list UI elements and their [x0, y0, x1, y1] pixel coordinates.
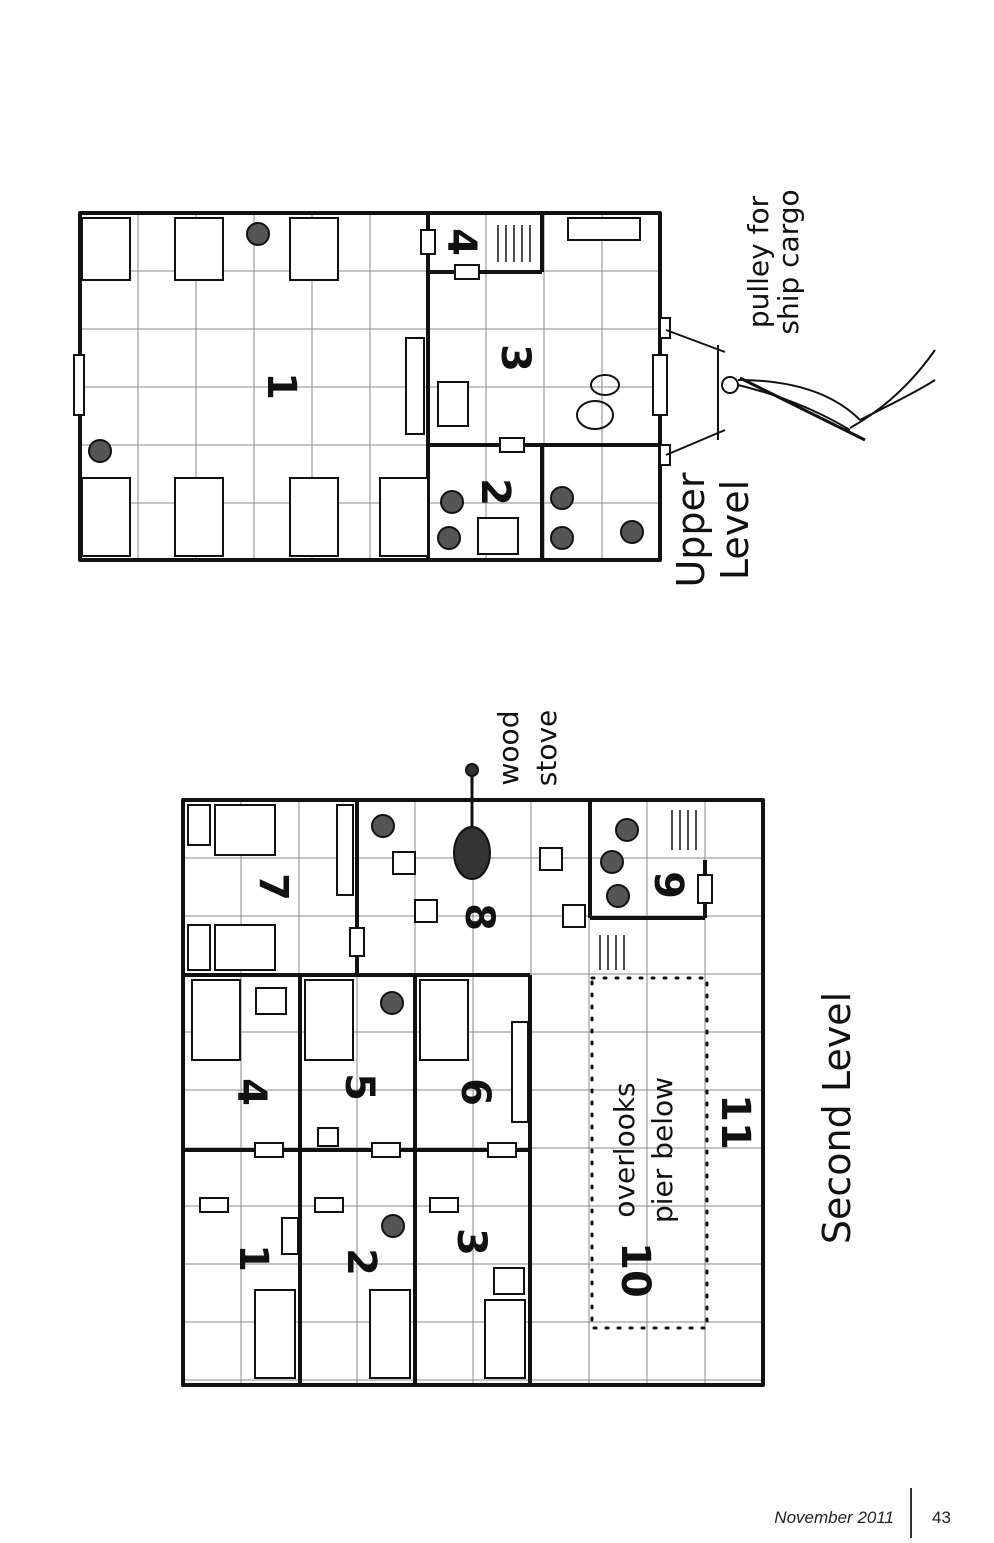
bed-icon	[379, 477, 429, 557]
table-icon	[317, 1127, 339, 1147]
bed-icon	[187, 804, 211, 846]
second-room-number: 2	[338, 1248, 384, 1276]
door-icon	[420, 229, 436, 255]
upper-room-number: 3	[492, 344, 538, 372]
door-icon	[487, 1142, 517, 1158]
bed-icon	[81, 477, 131, 557]
bed-icon	[254, 1289, 296, 1379]
barrel-icon	[380, 991, 404, 1015]
bed-icon	[289, 477, 339, 557]
crate-icon	[493, 1267, 525, 1295]
page-number: 43	[932, 1508, 951, 1527]
door-icon	[314, 1197, 344, 1213]
bed-icon	[174, 217, 224, 281]
bed-icon	[174, 477, 224, 557]
barrel-icon	[437, 526, 461, 550]
door-icon	[499, 437, 525, 453]
bed-icon	[214, 924, 276, 971]
table-icon	[511, 1021, 529, 1123]
door-icon	[429, 1197, 459, 1213]
door-icon	[73, 354, 85, 416]
barrel-icon	[550, 526, 574, 550]
chair-icon	[562, 904, 586, 928]
door-icon	[697, 874, 713, 904]
table-icon	[567, 217, 641, 241]
second-room-number: 6	[452, 1078, 498, 1106]
upper-level-title: Level	[713, 480, 757, 580]
door-icon	[454, 264, 480, 280]
rope-icon	[590, 374, 620, 396]
upper-room-number: 2	[472, 478, 518, 506]
bed-icon	[419, 979, 469, 1061]
crate-icon	[437, 381, 469, 427]
second-room-number: 9	[645, 871, 691, 899]
barrel-icon	[620, 520, 644, 544]
door-icon	[254, 1142, 284, 1158]
door-icon	[371, 1142, 401, 1158]
second-room-number: 5	[336, 1073, 382, 1101]
barrel-icon	[440, 490, 464, 514]
upper-room-number: 1	[258, 372, 304, 400]
second-room-number: 11	[712, 1094, 758, 1150]
chair-icon	[392, 851, 416, 875]
table-icon	[281, 1217, 299, 1255]
second-room-number: 3	[448, 1228, 494, 1256]
bed-icon	[484, 1299, 526, 1379]
barrel-icon	[381, 1214, 405, 1238]
barrel-icon	[606, 884, 630, 908]
rope-icon	[576, 400, 614, 430]
barrel-icon	[615, 818, 639, 842]
chair-icon	[539, 847, 563, 871]
second-room-number: 1	[230, 1244, 276, 1272]
stove-annotation: wood	[492, 711, 525, 786]
pulley-annotation: ship cargo	[772, 189, 805, 334]
second-room-number: 4	[228, 1078, 274, 1106]
overlook-annotation: overlooks	[608, 1082, 641, 1217]
bed-icon	[214, 804, 276, 856]
barrel-icon	[88, 439, 112, 463]
barrel-icon	[550, 486, 574, 510]
upper-level-map: 1 2 3 4	[73, 211, 936, 562]
bed-icon	[289, 217, 339, 281]
footer-divider	[910, 1488, 912, 1538]
barrel-icon	[600, 850, 624, 874]
footer-date: November 2011	[774, 1508, 894, 1527]
second-room-number: 8	[456, 903, 502, 931]
bed-icon	[304, 979, 354, 1061]
second-room-number: 10	[612, 1242, 658, 1298]
table-icon	[336, 804, 354, 896]
door-icon	[199, 1197, 229, 1213]
pulley-annotation: pulley for	[742, 195, 775, 328]
stove-annotation: stove	[530, 710, 563, 787]
barrel-icon	[246, 222, 270, 246]
chair-icon	[414, 899, 438, 923]
upper-level-title: Upper	[669, 472, 713, 587]
bed-icon	[369, 1289, 411, 1379]
door-icon	[652, 354, 668, 416]
barrel-icon	[371, 814, 395, 838]
wood-stove-icon	[453, 763, 491, 880]
second-level-title: Second Level	[815, 992, 859, 1244]
table-icon	[405, 337, 425, 435]
second-level-map: 1 2 3 4 5 6 7 8 9 10 11	[181, 763, 765, 1387]
bed-icon	[187, 924, 211, 971]
balcony-railing	[590, 976, 709, 1330]
bed-icon	[81, 217, 131, 281]
crate-icon	[477, 517, 519, 555]
bed-icon	[191, 979, 241, 1061]
overlook-annotation: pier below	[646, 1077, 679, 1223]
door-icon	[349, 927, 365, 957]
upper-room-number: 4	[438, 228, 484, 256]
crate-icon	[255, 987, 287, 1015]
pulley-icon	[659, 317, 936, 466]
second-room-number: 7	[250, 873, 296, 901]
